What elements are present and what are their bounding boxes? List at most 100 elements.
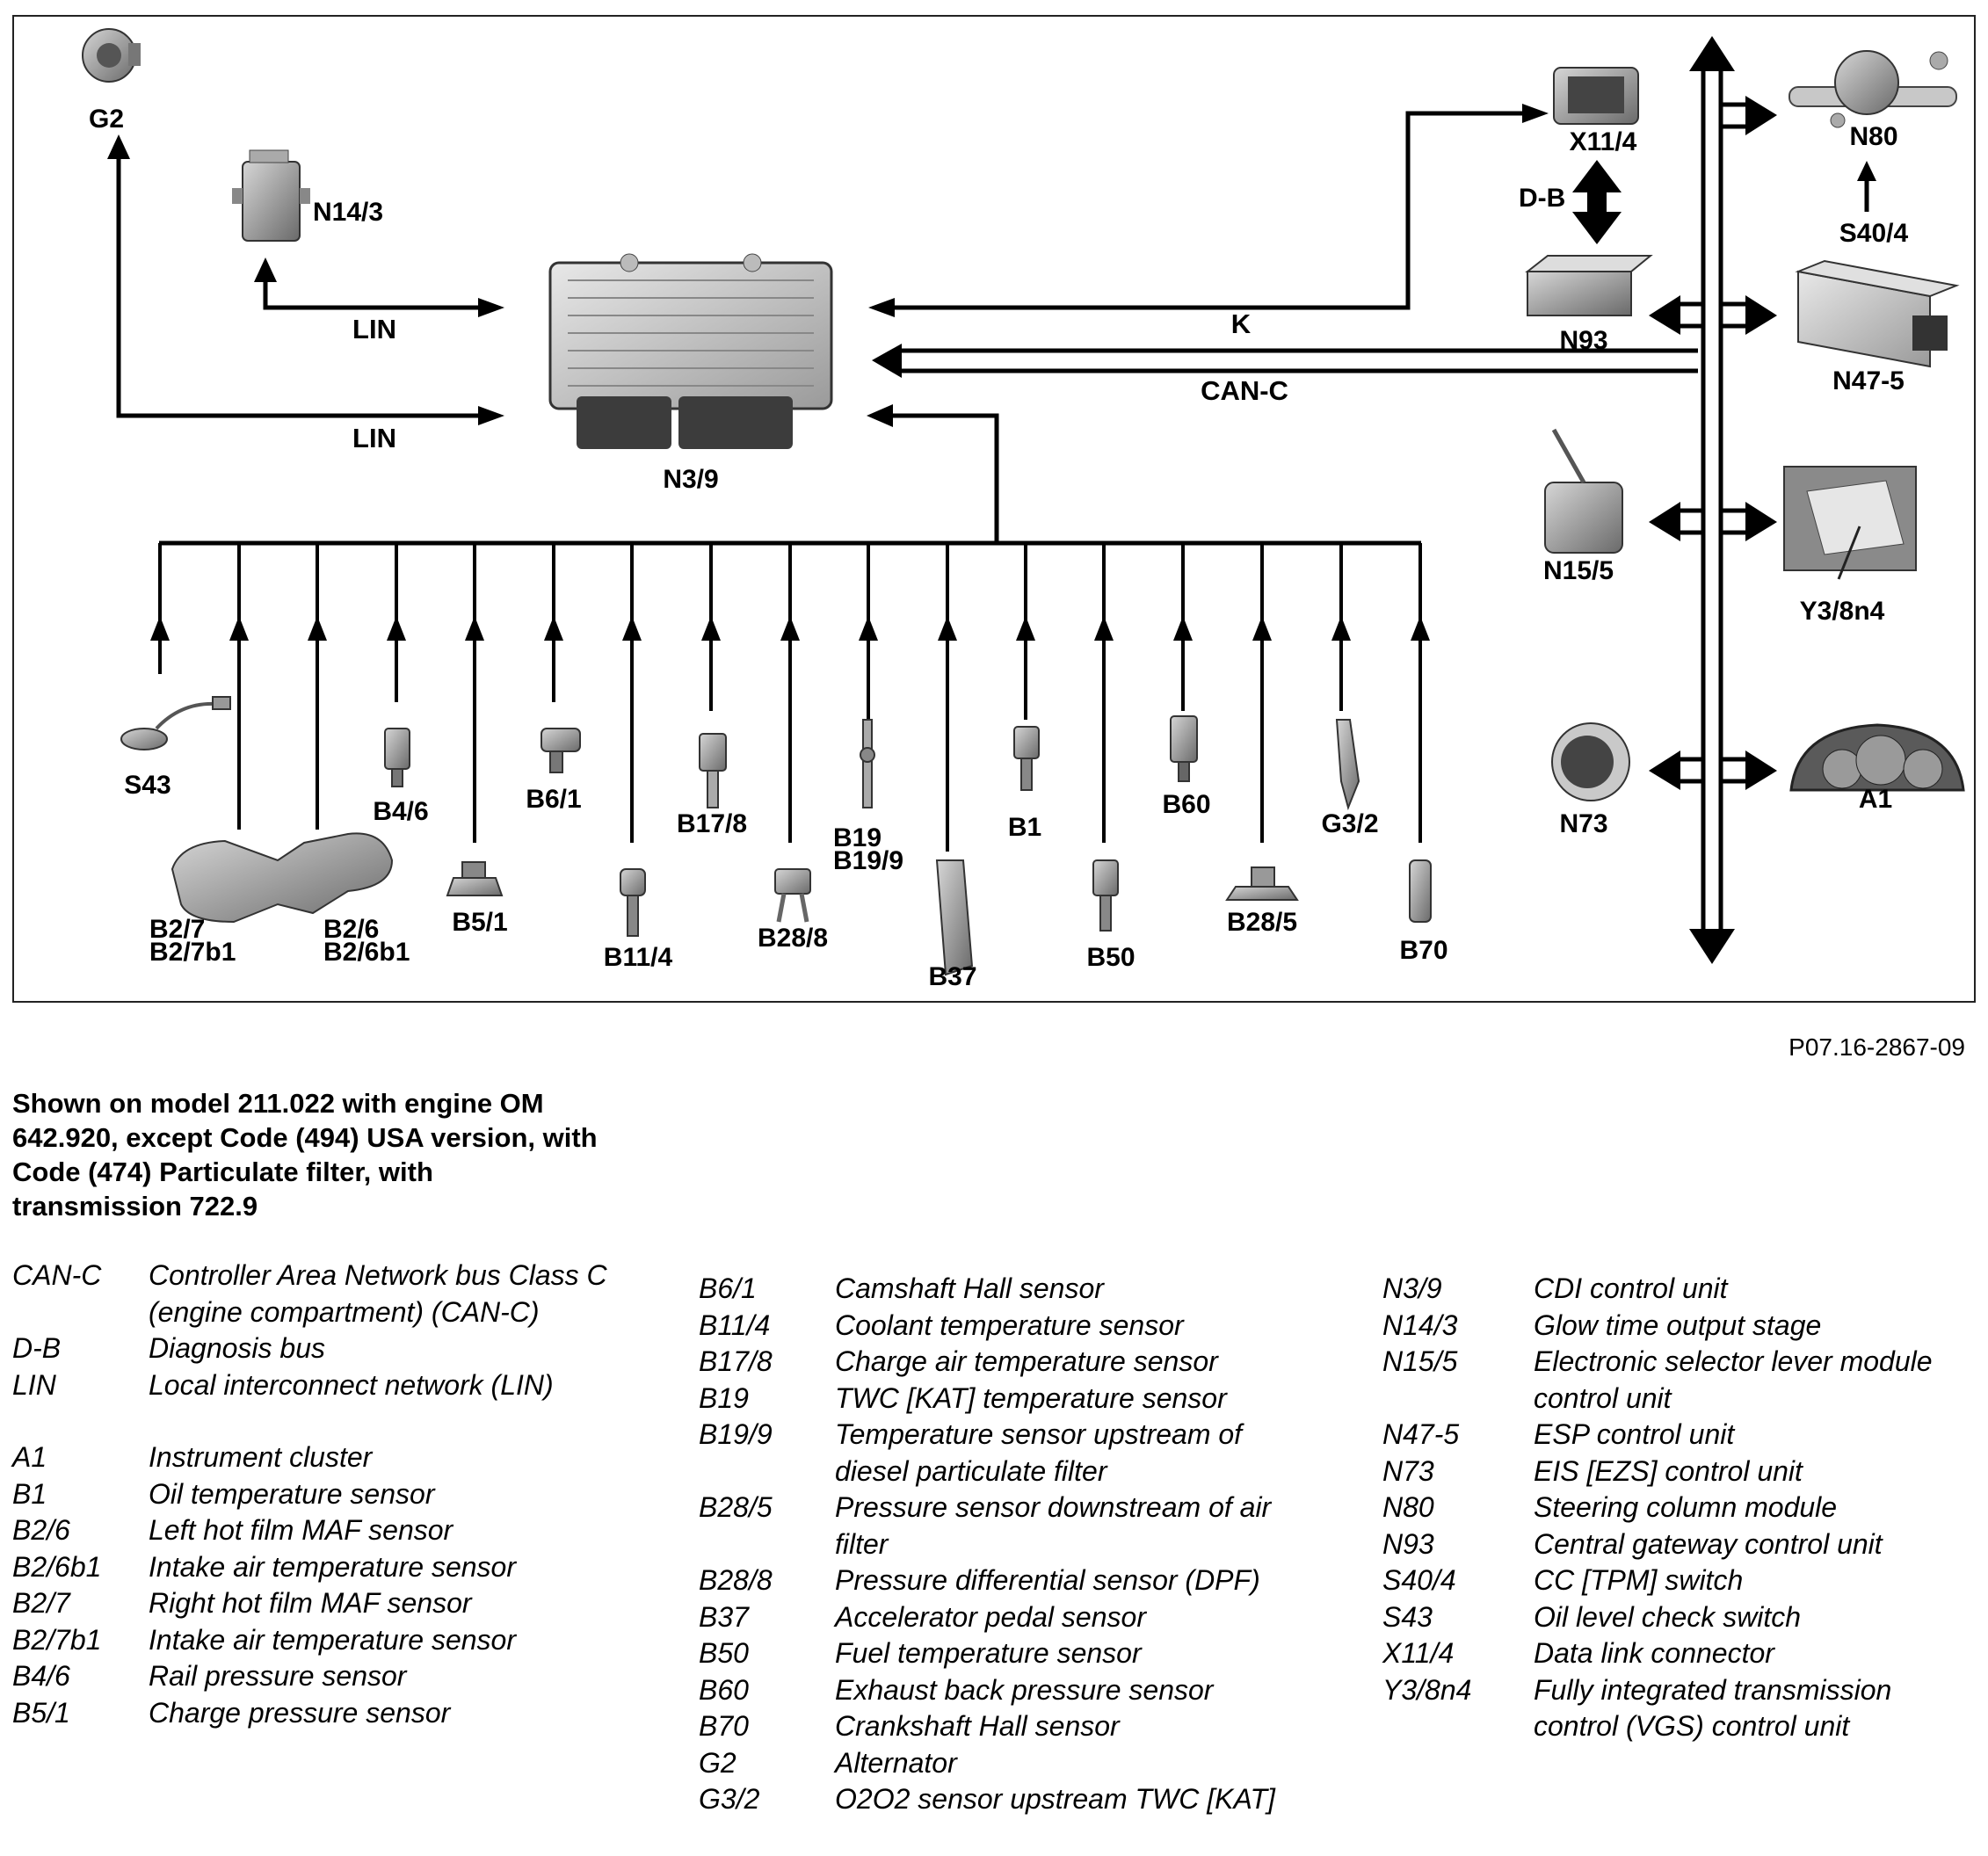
label-b11-4: B11/4 <box>604 943 673 972</box>
label-b50: B50 <box>1086 943 1135 972</box>
backbone-branches <box>1680 102 1745 784</box>
legend-description: Charge air temperature sensor <box>835 1345 1218 1377</box>
legend-description: Pressure sensor downstream of air filter <box>835 1491 1272 1560</box>
label-b37: B37 <box>928 962 976 991</box>
legend-code: B19 <box>699 1381 749 1414</box>
arrowhead-b6-1 <box>544 616 563 641</box>
legend-description: Accelerator pedal sensor <box>835 1600 1146 1633</box>
legend-description: Intake air temperature sensor <box>149 1550 516 1583</box>
label-b28-8: B28/8 <box>758 924 828 953</box>
legend-code: N93 <box>1382 1527 1434 1560</box>
label-d-b: D-B <box>1519 184 1565 213</box>
arrowhead-b5-1 <box>465 616 484 641</box>
arrowhead-b60 <box>1173 616 1193 641</box>
esp-control-unit-image <box>1795 259 1960 368</box>
legend-description: Right hot film MAF sensor <box>149 1587 472 1619</box>
label-s40-4: S40/4 <box>1839 219 1909 248</box>
label-b19: B19 <box>833 823 882 852</box>
legend-description: Rail pressure sensor <box>149 1660 407 1692</box>
arrowhead-b17-8 <box>701 616 721 641</box>
legend-code: CAN-C <box>12 1259 102 1291</box>
legend-code: B2/6 <box>12 1514 70 1546</box>
label-b28-5: B28/5 <box>1227 908 1297 937</box>
charge-pressure-sensor-image <box>446 861 504 896</box>
arrowhead-lin-top <box>478 298 504 317</box>
arrow-to-n93 <box>1649 295 1680 335</box>
legend-description: Data link connector <box>1534 1637 1774 1669</box>
arrowhead-b50 <box>1094 616 1114 641</box>
arrow-to-n80 <box>1745 96 1777 135</box>
legend-code: S40/4 <box>1382 1564 1456 1596</box>
label-b2-6: B2/6 <box>323 915 379 944</box>
label-y3-8n4: Y3/8n4 <box>1800 597 1885 626</box>
legend-code: N15/5 <box>1382 1345 1458 1377</box>
alternator-image <box>82 28 141 83</box>
legend-code: B1 <box>12 1477 47 1510</box>
legend-description: Electronic selector lever module control… <box>1534 1345 1933 1414</box>
label-n14-3: N14/3 <box>313 198 383 227</box>
arrowhead-b2-6 <box>308 616 327 641</box>
arrow-to-n15-5 <box>1649 502 1680 541</box>
maf-sensor-image <box>171 832 394 924</box>
legend-code: B11/4 <box>699 1309 771 1341</box>
arrowhead-b70 <box>1411 616 1430 641</box>
legend-description: Glow time output stage <box>1534 1309 1822 1341</box>
label-n15-5: N15/5 <box>1543 556 1614 585</box>
arrowhead-b28-5 <box>1252 616 1272 641</box>
legend-item: B2/6 Left hot film MAF sensor <box>12 1512 619 1549</box>
legend-code: N80 <box>1382 1491 1434 1523</box>
label-b19-9: B19/9 <box>833 846 903 875</box>
label-can-c: CAN-C <box>1201 375 1288 406</box>
label-b60: B60 <box>1162 790 1210 819</box>
arrow-to-n73 <box>1649 750 1680 790</box>
legend-code: A1 <box>12 1441 47 1473</box>
coolant-sensor-image <box>620 868 646 937</box>
legend-description: Camshaft Hall sensor <box>835 1272 1104 1304</box>
label-a1: A1 <box>1859 785 1892 814</box>
selector-lever-module-image <box>1544 428 1623 554</box>
label-n80: N80 <box>1849 122 1897 151</box>
legend-description: Intake air temperature sensor <box>149 1623 516 1656</box>
camshaft-sensor-image <box>541 728 581 773</box>
arrowhead-b4-6 <box>387 616 406 641</box>
legend-code: B6/1 <box>699 1272 757 1304</box>
crankshaft-sensor-image <box>1409 859 1432 923</box>
pressure-differential-sensor-image <box>774 868 811 923</box>
legend-description: TWC [KAT] temperature sensor <box>835 1381 1227 1414</box>
arrowhead-b2-7 <box>229 616 249 641</box>
eis-control-unit-image <box>1551 722 1630 801</box>
legend-description: Oil level check switch <box>1534 1600 1802 1633</box>
sensor-drop-lines <box>158 543 1422 852</box>
legend-spacer <box>12 1403 619 1439</box>
legend-code: G2 <box>699 1746 736 1779</box>
oil-temp-sensor-image <box>1013 726 1040 791</box>
legend-description: ESP control unit <box>1534 1418 1735 1450</box>
legend-description: Left hot film MAF sensor <box>149 1514 453 1546</box>
accelerator-pedal-sensor-image <box>935 859 974 976</box>
legend-code: B28/8 <box>699 1564 773 1596</box>
legend-description: CDI control unit <box>1534 1272 1728 1304</box>
k-line <box>893 111 1524 310</box>
legend-code: N47-5 <box>1382 1418 1460 1450</box>
transmission-control-unit-image <box>1783 466 1917 580</box>
backbone-arrowheads <box>1649 36 1777 964</box>
arrowhead-s40-4 <box>1857 161 1876 181</box>
label-g2: G2 <box>89 105 124 134</box>
